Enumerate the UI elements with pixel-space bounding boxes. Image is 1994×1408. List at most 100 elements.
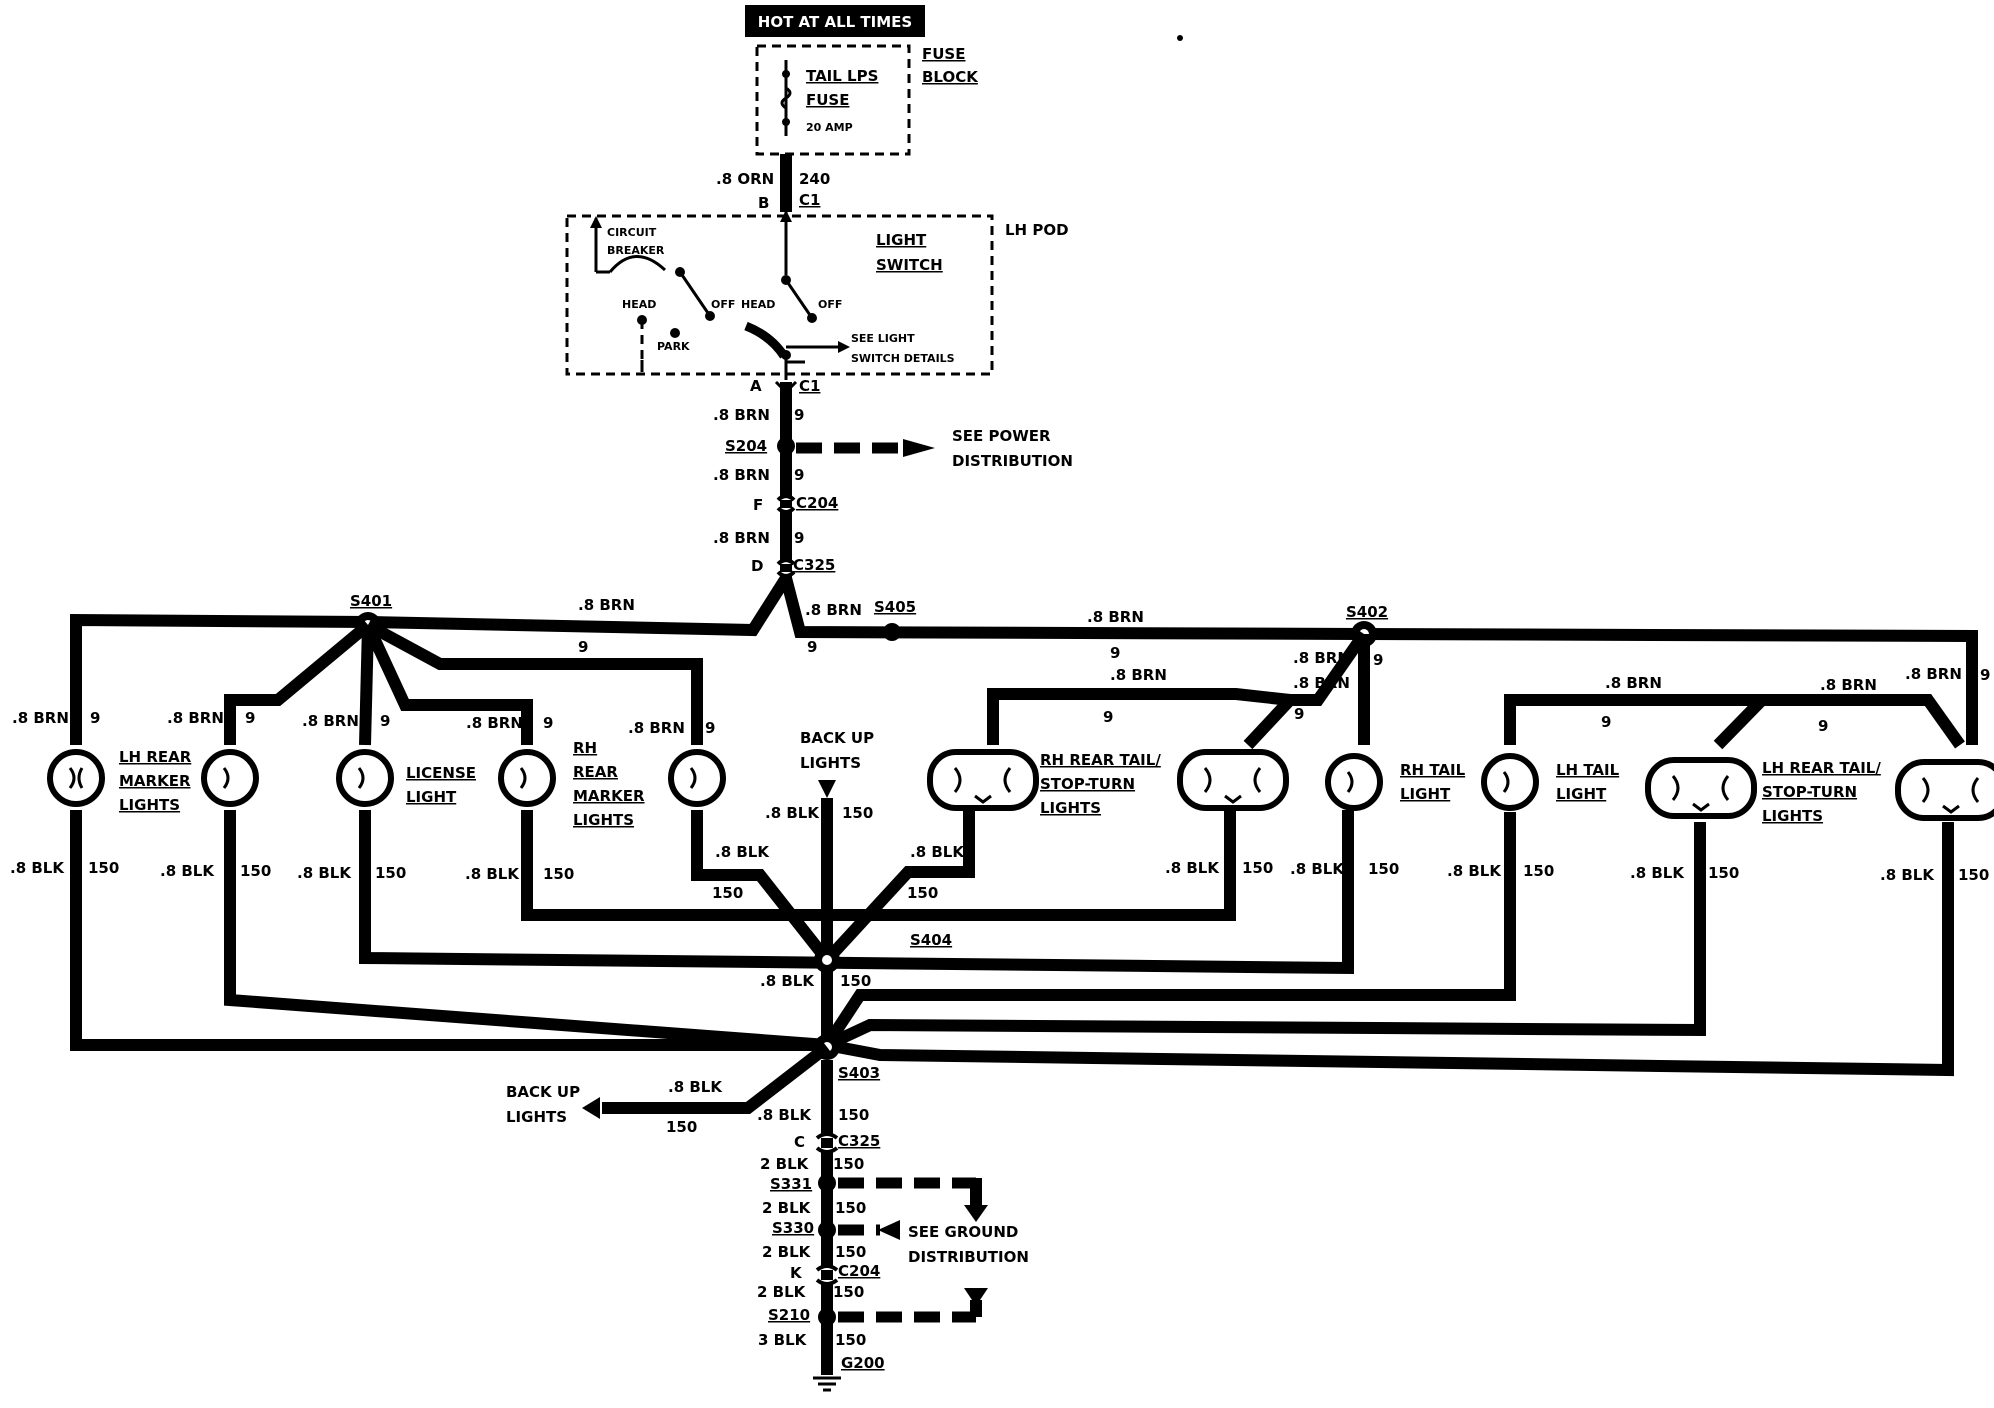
svg-text:.8 BRN: .8 BRN [1110,666,1167,684]
svg-text:C325: C325 [793,556,835,574]
svg-text:9: 9 [705,719,715,737]
svg-text:150: 150 [543,865,574,883]
splice-s330: S330 [772,1219,814,1237]
splice-s405: S405 [874,598,916,616]
lamp-license [336,749,394,807]
svg-text:.8 BRN: .8 BRN [628,719,685,737]
svg-text:.8 BRN: .8 BRN [1293,649,1350,667]
svg-text:DISTRIBUTION: DISTRIBUTION [908,1248,1029,1266]
brn-feed-wire: .8 BRN 9 S204 SEE POWER DISTRIBUTION .8 … [713,380,1073,578]
svg-text:.8 BLK: .8 BLK [1447,862,1502,880]
svg-text:9: 9 [578,638,588,656]
lh-pod-title: LH POD [1005,221,1069,239]
svg-text:9: 9 [807,638,817,656]
brn-bus: S401 S405 S402 .8 BRN 9 .8 BRN 9 .8 BRN … [70,574,1978,750]
svg-text:150: 150 [835,1243,866,1261]
svg-text:9: 9 [1980,666,1990,684]
svg-text:.8 BRN: .8 BRN [466,714,523,732]
svg-text:K: K [790,1264,803,1282]
svg-text:.8 BRN: .8 BRN [1605,674,1662,692]
svg-text:.8 BLK: .8 BLK [668,1078,723,1096]
lamp-rh-rear-marker-outer [498,749,556,807]
rh-tail-label: RH TAIL [1400,761,1466,779]
svg-text:2 BLK: 2 BLK [762,1199,812,1217]
svg-text:.8 BRN: .8 BRN [1293,674,1350,692]
svg-text:.8 BLK: .8 BLK [765,804,820,822]
svg-text:C204: C204 [796,494,838,512]
svg-text:.8 BLK: .8 BLK [10,859,65,877]
see-power-distribution: SEE POWER [952,427,1051,445]
svg-text:9: 9 [1818,717,1828,735]
svg-text:.8 BRN: .8 BRN [713,529,770,547]
svg-text:LIGHT: LIGHT [1556,785,1607,803]
lamp-lh-rear-marker-inner [201,749,259,807]
svg-text:.8 BLK: .8 BLK [160,862,215,880]
svg-text:PARK: PARK [657,340,690,353]
splice-s331: S331 [770,1175,812,1193]
svg-text:STOP-TURN: STOP-TURN [1040,775,1135,793]
lh-rear-tail-label: LH REAR TAIL/ [1762,759,1881,777]
svg-text:.8 BLK: .8 BLK [1880,866,1935,884]
svg-text:.8 BRN: .8 BRN [578,596,635,614]
svg-text:.8 BRN: .8 BRN [805,601,862,619]
ground-g200: G200 [841,1354,885,1372]
svg-text:.8 BLK: .8 BLK [465,865,520,883]
svg-text:LIGHTS: LIGHTS [506,1108,567,1126]
backup-lights-bottom-label: BACK UP [506,1083,580,1101]
svg-text:.8 BLK: .8 BLK [757,1106,812,1124]
rh-rear-marker-label: RH [573,739,597,757]
svg-text:.8 BLK: .8 BLK [1290,860,1345,878]
svg-text:150: 150 [840,972,871,990]
ground-network: .8 BLK 150 S404 S403 .8 BLK 150 BACK UP … [70,780,1954,1392]
svg-text:.8 BRN: .8 BRN [1087,608,1144,626]
svg-text:150: 150 [666,1118,697,1136]
svg-text:150: 150 [838,1106,869,1124]
svg-text:A: A [750,377,762,395]
svg-text:C204: C204 [838,1262,880,1280]
svg-text:LIGHTS: LIGHTS [573,811,634,829]
svg-text:9: 9 [90,709,100,727]
splice-s404: S404 [910,931,952,949]
see-light-switch-details: SEE LIGHT [851,332,915,345]
ground-symbol-icon [813,1376,841,1392]
svg-text:150: 150 [88,859,119,877]
svg-text:LIGHT: LIGHT [1400,785,1451,803]
license-light-label: LICENSE [406,764,476,782]
svg-text:.8 BRN: .8 BRN [302,712,359,730]
lh-rear-marker-label: LH REAR [119,748,192,766]
svg-text:150: 150 [907,884,938,902]
lamp-rh-rear-tail-inner [927,749,1039,811]
lh-pod: LH POD LIGHT SWITCH CIRCUIT BREAKER HEAD… [565,210,1069,395]
svg-text:9: 9 [1601,713,1611,731]
svg-text:240: 240 [799,170,830,188]
svg-text:HEAD: HEAD [741,298,775,311]
svg-text:9: 9 [794,466,804,484]
svg-text:LIGHT: LIGHT [406,788,457,806]
svg-text:.8 BRN: .8 BRN [713,406,770,424]
svg-text:150: 150 [712,884,743,902]
svg-text:150: 150 [1523,862,1554,880]
svg-text:150: 150 [842,804,873,822]
svg-text:150: 150 [833,1155,864,1173]
svg-text:.8 BRN: .8 BRN [12,709,69,727]
fuse-name-line1: TAIL LPS [806,67,878,85]
svg-text:.8 BRN: .8 BRN [1820,676,1877,694]
svg-text:BREAKER: BREAKER [607,244,665,257]
svg-text:2 BLK: 2 BLK [762,1243,812,1261]
svg-text:9: 9 [380,712,390,730]
lamp-rh-tail [1325,753,1383,811]
splice-s403: S403 [838,1064,880,1082]
svg-text:150: 150 [375,864,406,882]
see-ground-distribution: SEE GROUND [908,1223,1018,1241]
svg-text:.8 BLK: .8 BLK [760,972,815,990]
fuse-block: TAIL LPS FUSE 20 AMP FUSE BLOCK [755,44,979,156]
svg-text:.8 BLK: .8 BLK [910,843,965,861]
splice-s204: S204 [725,437,767,455]
svg-text:SWITCH DETAILS: SWITCH DETAILS [851,352,955,365]
lamp-lh-rear-tail-outer [1895,759,1994,821]
lamp-rh-rear-tail-outer [1177,749,1289,811]
lamps: LH REAR MARKER LIGHTS LICENSE LIGHT RH R… [10,649,1994,902]
svg-text:.8 BLK: .8 BLK [715,843,770,861]
svg-text:9: 9 [1294,705,1304,723]
hot-at-all-times-header: HOT AT ALL TIMES [745,5,925,37]
